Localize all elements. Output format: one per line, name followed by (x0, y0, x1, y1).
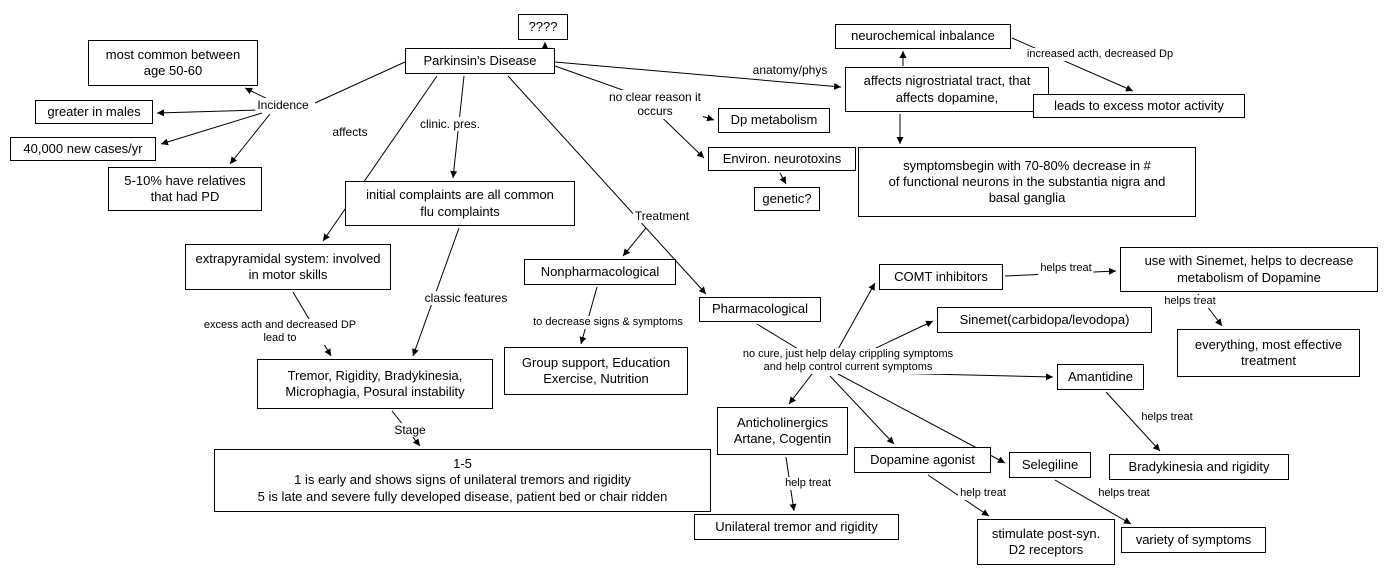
edge-label-helps-treat-comt: helps treat (1038, 262, 1094, 276)
node-new-cases[interactable]: 40,000 new cases/yr (10, 137, 156, 161)
node-nigrostriatal[interactable]: affects nigrostriatal tract, that affect… (845, 67, 1049, 112)
edge-label-to-decrease: to decrease signs & symptoms (531, 316, 685, 330)
node-genetic[interactable]: genetic? (754, 187, 820, 211)
edge-neurochemical-to-motor-activity (1011, 37, 1134, 92)
node-selegiline[interactable]: Selegiline (1009, 452, 1091, 478)
node-tremor-rigidity[interactable]: Tremor, Rigidity, Bradykinesia, Micropha… (257, 359, 493, 409)
edge-parkinsons-disease-to-nigrostriatal (554, 61, 842, 90)
node-sinemet[interactable]: Sinemet(carbidopa/levodopa) (937, 307, 1152, 333)
node-bradykinesia-rigidity[interactable]: Bradykinesia and rigidity (1109, 454, 1289, 480)
node-nonpharmacological[interactable]: Nonpharmacological (524, 259, 676, 285)
edge-label-helps-treat-selegiline: helps treat (1096, 487, 1152, 501)
edge-incidence-to-greater-in-males (156, 109, 259, 117)
edge-incidence-to-new-cases (160, 112, 263, 146)
edge-label-stage: Stage (392, 423, 428, 438)
node-comt-inhibitors[interactable]: COMT inhibitors (879, 264, 1003, 290)
edge-selegiline-to-variety-symptoms (1054, 479, 1132, 525)
node-stimulate-d2[interactable]: stimulate post-syn. D2 receptors (977, 519, 1115, 565)
node-greater-in-males[interactable]: greater in males (35, 100, 153, 124)
edge-treatment-to-nonpharmacological (622, 227, 647, 257)
node-variety-symptoms[interactable]: variety of symptoms (1121, 527, 1266, 553)
node-dopamine-agonist[interactable]: Dopamine agonist (854, 447, 991, 473)
node-use-with-sinemet[interactable]: use with Sinemet, helps to decrease meta… (1120, 247, 1378, 292)
node-dp-metabolism[interactable]: Dp metabolism (718, 108, 830, 133)
edge-nonpharmacological-to-group-support (579, 286, 598, 345)
edge-label-excess-acth: excess acth and decreased DP lead to (201, 319, 359, 346)
edge-parkinsons-disease-to-incidence (314, 61, 406, 104)
edge-label-no-cure: no cure, just help delay crippling sympt… (740, 348, 956, 375)
node-environ-neurotoxins[interactable]: Environ. neurotoxins (708, 147, 856, 171)
edge-no-cure-to-anticholinergics (788, 373, 813, 405)
edge-label-clinic-pres: clinic. pres. (417, 117, 483, 132)
node-anticholinergics[interactable]: Anticholinergics Artane, Cogentin (717, 407, 848, 455)
edge-label-no-clear-reason: no clear reason it occurs (606, 90, 704, 119)
node-relatives-pd[interactable]: 5-10% have relatives that had PD (108, 167, 262, 211)
edge-label-helps-treat-amantidine: helps treat (1139, 411, 1195, 425)
node-initial-complaints[interactable]: initial complaints are all common flu co… (345, 181, 575, 226)
edge-environ-neurotoxins-to-genetic (779, 172, 787, 185)
node-parkinsons-disease[interactable]: Parkinsin's Disease (405, 48, 555, 74)
edge-label-help-treat-dopamine: help treat (958, 487, 1008, 501)
node-neurochemical[interactable]: neurochemical inbalance (835, 24, 1011, 49)
edge-label-affects: affects (330, 125, 370, 140)
node-everything-treatment[interactable]: everything, most effective treatment (1177, 329, 1360, 377)
edge-label-anatomy-phys: anatomy/phys (750, 63, 830, 78)
edge-incidence-to-relatives-pd (229, 113, 271, 165)
edge-no-cure-to-dopamine-agonist (829, 375, 895, 445)
node-motor-activity[interactable]: leads to excess motor activity (1033, 94, 1245, 118)
edge-label-incidence: Incidence (255, 98, 311, 113)
edge-parkinsons-disease-to-pharmacological (507, 75, 707, 295)
node-most-common-age[interactable]: most common between age 50-60 (88, 40, 258, 86)
edge-label-treatment: Treatment (632, 209, 692, 224)
node-unknown[interactable]: ???? (518, 14, 568, 40)
edge-label-classic-features: classic features (422, 291, 510, 306)
node-extrapyramidal[interactable]: extrapyramidal system: involved in motor… (185, 244, 391, 290)
node-stages[interactable]: 1-5 1 is early and shows signs of unilat… (214, 449, 711, 512)
edge-amantidine-to-bradykinesia-rigidity (1105, 391, 1161, 452)
edge-no-cure-to-comt-inhibitors (831, 282, 876, 361)
edge-label-increased-acth: increased acth, decreased Dp (1024, 48, 1176, 62)
node-unilateral-tremor[interactable]: Unilateral tremor and rigidity (694, 514, 899, 540)
node-group-support[interactable]: Group support, Education Exercise, Nutri… (504, 347, 688, 395)
edge-parkinsons-disease-to-extrapyramidal (322, 75, 438, 242)
edge-label-helps-treat-sinemet: helps treat (1162, 295, 1218, 309)
node-symptoms-begin[interactable]: symptomsbegin with 70-80% decrease in # … (858, 147, 1196, 217)
node-pharmacological[interactable]: Pharmacological (699, 297, 821, 322)
node-amantidine[interactable]: Amantidine (1057, 364, 1144, 390)
edge-label-help-treat-anticholinergics: help treat (783, 477, 833, 491)
